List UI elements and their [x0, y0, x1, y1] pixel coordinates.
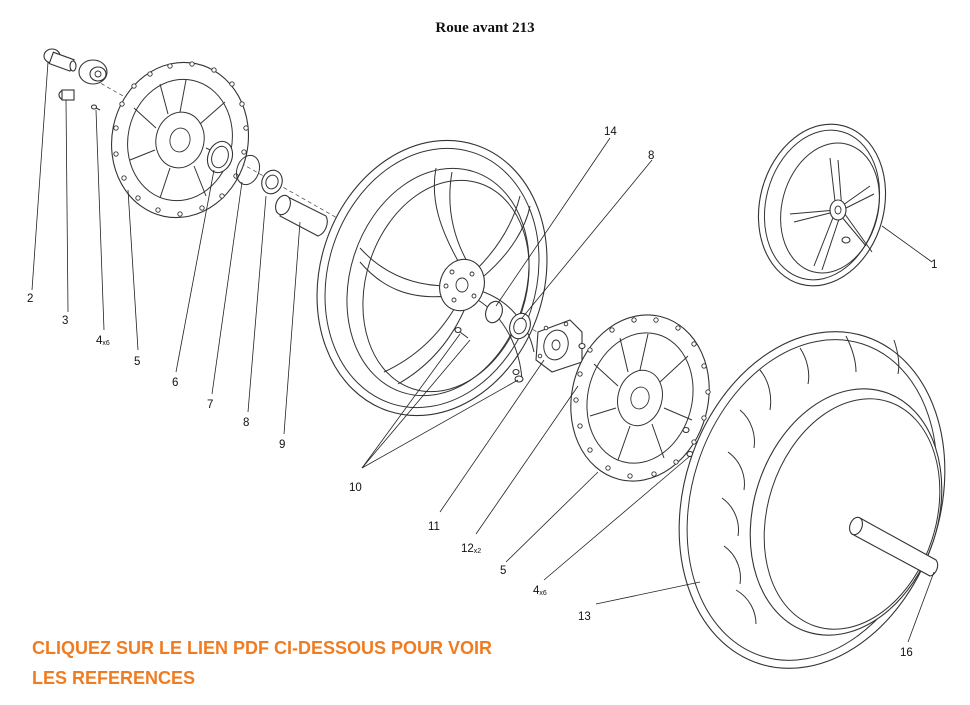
callout-6: 6 [172, 377, 178, 389]
part-seal-left [206, 140, 234, 174]
callout-8-left: 8 [243, 417, 249, 429]
callout-12: 12x2 [461, 543, 481, 555]
callout-7: 7 [207, 399, 213, 411]
callout-4-left: 4x6 [96, 335, 110, 347]
callout-8-right: 8 [648, 150, 654, 162]
callout-16: 16 [900, 647, 913, 659]
callout-10: 10 [349, 482, 362, 494]
part-drive-flange [535, 319, 583, 373]
callout-2: 2 [27, 293, 33, 305]
callout-4-right: 4x6 [533, 585, 547, 597]
diagram-title: Roue avant 213 [435, 20, 535, 36]
callouts: 2 3 4x6 5 6 7 8 9 10 11 12x2 5 4x6 13 14… [27, 126, 937, 659]
notice-line-2: LES REFERENCES [32, 668, 196, 688]
callout-13: 13 [578, 611, 591, 623]
part-bearing-left [261, 169, 283, 195]
callout-5-left: 5 [134, 356, 140, 368]
part-screws-10 [454, 326, 524, 383]
part-circlip [235, 154, 261, 186]
part-spacer-tube [275, 194, 328, 237]
assembly-axis [94, 79, 561, 346]
leader-lines [31, 61, 935, 643]
part-assembled-wheel [757, 123, 887, 287]
part-front-rim [316, 139, 548, 417]
callout-9: 9 [279, 439, 285, 451]
part-axle [849, 516, 939, 577]
pdf-references-notice: CLIQUEZ SUR LE LIEN PDF CI-DESSOUS POUR … [32, 633, 592, 693]
part-brake-disc-left [110, 61, 250, 219]
callout-3: 3 [62, 315, 68, 327]
part-bearing-right [509, 312, 531, 340]
part-spacer-small [58, 89, 75, 101]
part-tyre [678, 331, 946, 669]
part-speedo-drive [78, 59, 108, 85]
part-disc-screw-left [90, 104, 101, 111]
callout-11: 11 [428, 521, 440, 533]
notice-line-1: CLIQUEZ SUR LE LIEN PDF CI-DESSOUS POUR … [32, 638, 493, 658]
callout-14: 14 [604, 126, 617, 138]
part-seal-right [485, 300, 503, 324]
part-axle-nut [43, 48, 77, 72]
part-brake-disc-right [570, 314, 711, 482]
callout-5-right: 5 [500, 565, 506, 577]
callout-1: 1 [931, 259, 937, 271]
